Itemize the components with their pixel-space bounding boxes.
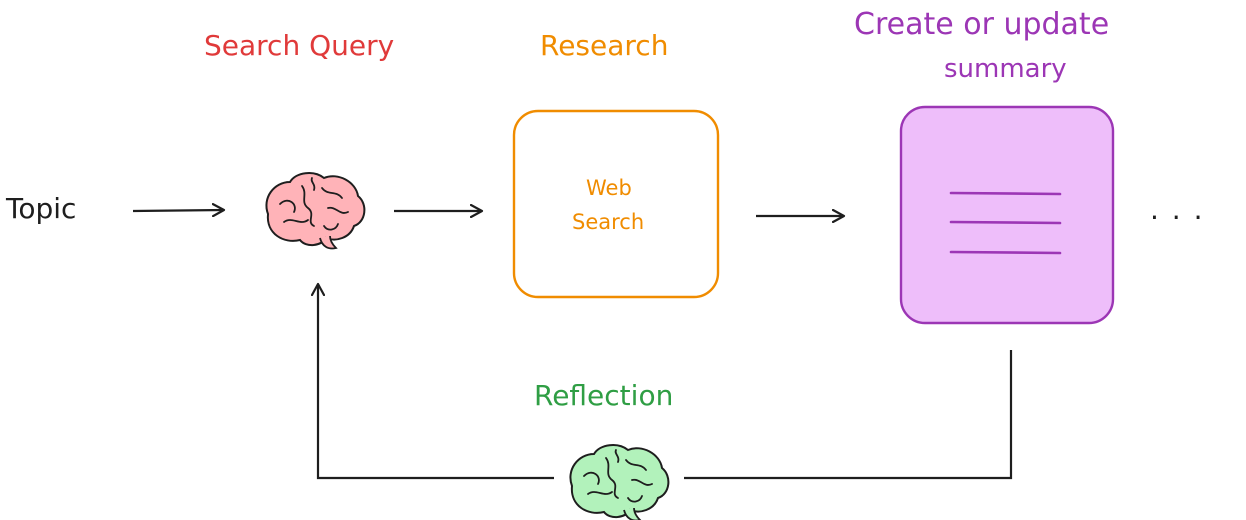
brain-icon xyxy=(265,172,366,250)
arrow-topic-to-query xyxy=(132,210,224,211)
summary-label-line2: summary xyxy=(944,54,1067,84)
brain-icon xyxy=(569,444,670,520)
web-search-label-line2: Search xyxy=(572,210,645,234)
loop-line-summary-to-reflection xyxy=(684,350,1013,480)
reflection-label: Reflection xyxy=(534,379,674,412)
ellipsis-label: . . . xyxy=(1150,193,1205,226)
research-label: Research xyxy=(540,29,669,62)
web-search-label-line1: Web xyxy=(586,176,632,200)
loop-arrow-reflection-to-query xyxy=(318,284,554,480)
research-box xyxy=(512,109,720,299)
topic-label: Topic xyxy=(6,192,77,225)
document-icon xyxy=(899,105,1115,325)
summary-label-line1: Create or update xyxy=(854,7,1110,42)
search-query-label: Search Query xyxy=(204,29,395,62)
